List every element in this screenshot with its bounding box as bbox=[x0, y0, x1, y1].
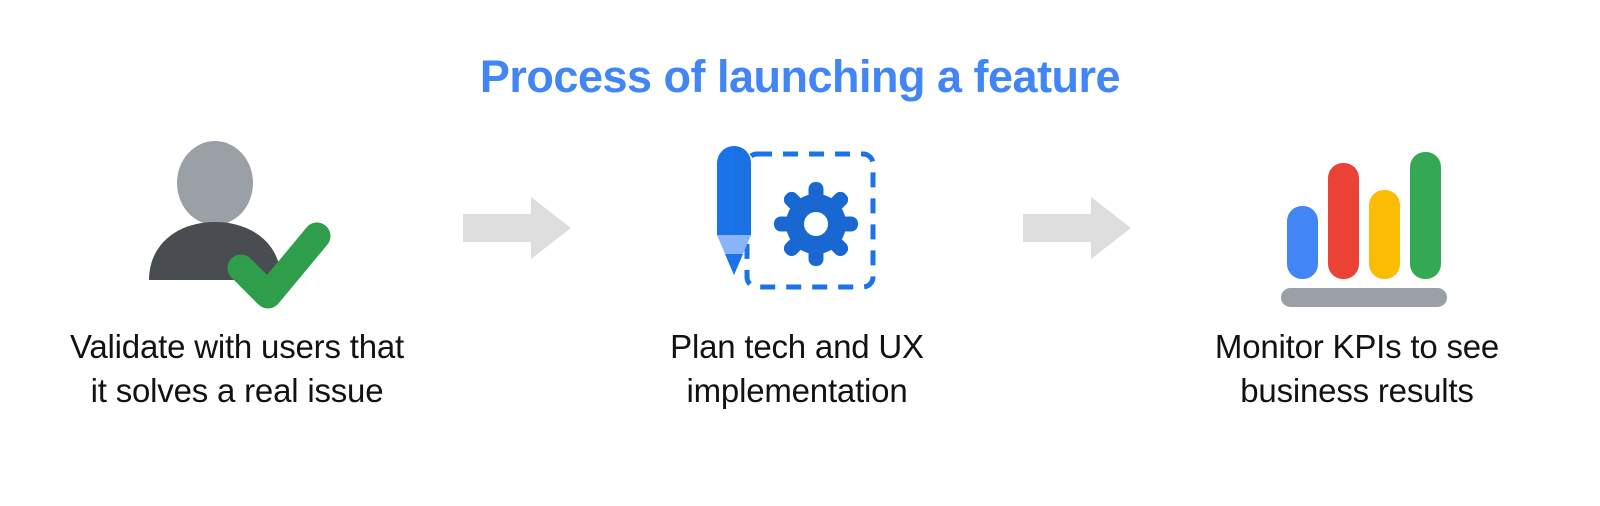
chart-bar-2 bbox=[1328, 163, 1359, 279]
step-2-caption: Plan tech and UX implementation bbox=[670, 325, 924, 413]
step-1-caption-line-1: Validate with users that bbox=[70, 328, 404, 365]
right-arrow-shape bbox=[463, 196, 571, 259]
user-head-shape bbox=[177, 141, 253, 225]
pencil-body-highlight bbox=[734, 146, 751, 235]
right-arrow-icon bbox=[463, 196, 571, 259]
connector-arrow-1 bbox=[452, 140, 582, 315]
step-1-icon-area bbox=[22, 140, 452, 315]
right-arrow-shape bbox=[1023, 196, 1131, 259]
chart-bar-1 bbox=[1287, 206, 1318, 279]
chart-bar-4 bbox=[1410, 152, 1441, 279]
step-3-icon-area bbox=[1142, 140, 1572, 315]
step-3-caption-line-1: Monitor KPIs to see bbox=[1214, 328, 1500, 365]
chart-bar-3 bbox=[1369, 190, 1400, 279]
gear-icon bbox=[774, 182, 858, 266]
step-2-caption-line-1: Plan tech and UX bbox=[670, 328, 924, 365]
step-1-caption: Validate with users that it solves a rea… bbox=[70, 325, 404, 413]
right-arrow-icon bbox=[1023, 196, 1131, 259]
step-1-caption-line-2: it solves a real issue bbox=[90, 371, 384, 409]
connector-arrow-2 bbox=[1012, 140, 1142, 315]
chart-baseline bbox=[1281, 288, 1447, 307]
process-step-2: Plan tech and UX implementation bbox=[582, 140, 1012, 413]
step-3-caption: Monitor KPIs to see business results bbox=[1215, 325, 1499, 413]
pencil-point-shape bbox=[725, 254, 743, 275]
check-mark-icon bbox=[227, 222, 331, 309]
step-2-caption-line-2: implementation bbox=[686, 371, 908, 409]
process-step-3: Monitor KPIs to see business results bbox=[1142, 140, 1572, 413]
process-step-1: Validate with users that it solves a rea… bbox=[22, 140, 452, 413]
design-plan-icon bbox=[717, 146, 876, 290]
step-3-caption-line-2: business results bbox=[1240, 371, 1474, 409]
validated-user-icon bbox=[149, 141, 331, 309]
page-title: Process of launching a feature bbox=[479, 51, 1121, 102]
bar-chart-kpi-icon bbox=[1281, 152, 1447, 307]
step-2-icon-area bbox=[582, 140, 1012, 315]
process-steps-row: Validate with users that it solves a rea… bbox=[0, 140, 1600, 460]
